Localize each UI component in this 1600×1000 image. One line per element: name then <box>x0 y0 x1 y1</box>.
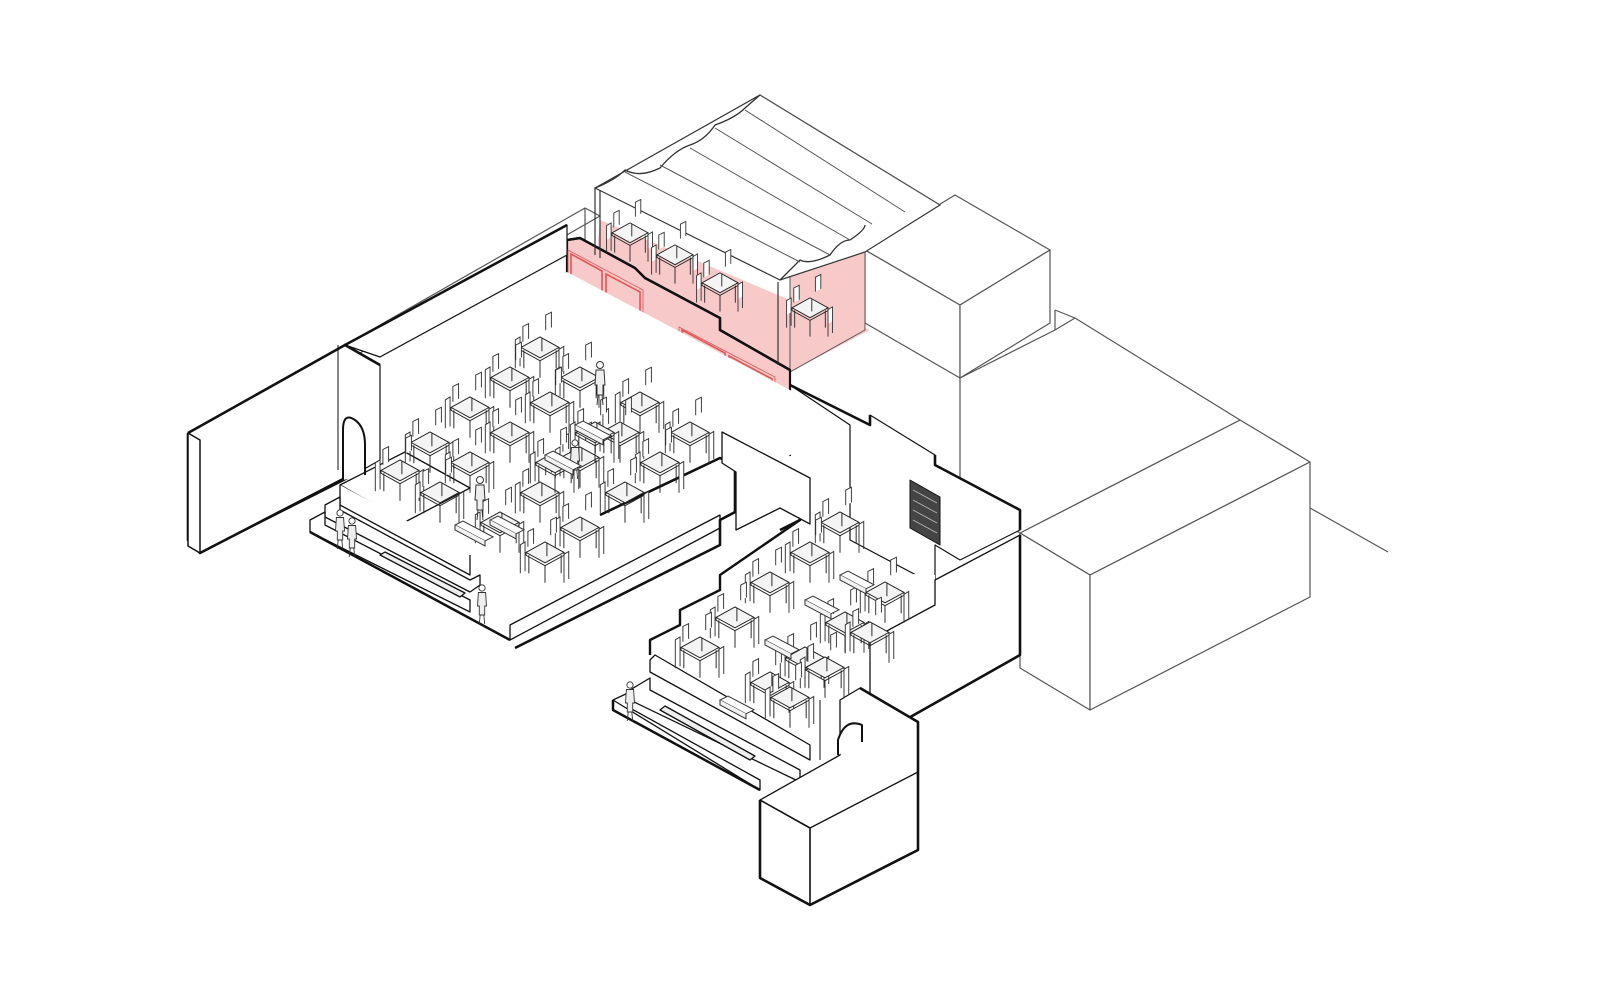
bench <box>543 450 583 476</box>
table-set <box>844 596 895 663</box>
arch-opening-right <box>837 722 863 755</box>
table-set <box>859 556 910 623</box>
right-block-side <box>1089 461 1311 711</box>
bench <box>763 635 801 660</box>
table-set <box>651 220 698 284</box>
lower-left-parapet <box>648 519 801 655</box>
table-set <box>606 198 653 262</box>
table-set <box>696 248 743 312</box>
table-set <box>554 491 605 558</box>
lower-hall <box>611 519 1022 907</box>
table-set <box>764 661 815 728</box>
person-figure <box>335 509 345 550</box>
main-hall-tables <box>374 311 715 583</box>
front-wall-block <box>759 687 919 906</box>
table-set <box>709 581 760 648</box>
table-set <box>784 516 835 583</box>
table-set <box>524 366 575 433</box>
table-set <box>744 546 795 613</box>
arch-opening-left <box>342 416 366 480</box>
benches <box>453 420 876 720</box>
terrace-wall-top <box>566 236 791 372</box>
bench <box>838 570 876 595</box>
table-set <box>414 456 465 523</box>
table-set <box>786 273 833 337</box>
table-set <box>519 516 570 583</box>
main-stepped-platform <box>309 451 721 642</box>
table-set <box>799 631 850 698</box>
table-set <box>484 396 535 463</box>
back-cube-side <box>959 249 1051 379</box>
bench <box>573 420 613 446</box>
passage-block <box>721 431 811 531</box>
person-figure <box>594 361 606 406</box>
person-figure <box>625 681 635 722</box>
left-wall-front <box>187 432 201 554</box>
canopy-fabric <box>593 94 942 281</box>
bench <box>453 520 495 547</box>
table-set <box>444 426 495 493</box>
bench <box>718 695 756 720</box>
table-set <box>599 456 650 523</box>
ground-line-right <box>1309 507 1389 553</box>
service-door <box>909 479 941 546</box>
table-set <box>674 611 725 678</box>
person-figure <box>347 517 357 558</box>
person-figure <box>474 476 486 521</box>
bench <box>803 595 841 620</box>
terrace-tables <box>606 198 833 337</box>
person-figure <box>477 584 487 625</box>
people-figures <box>335 361 635 722</box>
bench <box>488 515 526 540</box>
pergola-canopy <box>593 94 942 365</box>
